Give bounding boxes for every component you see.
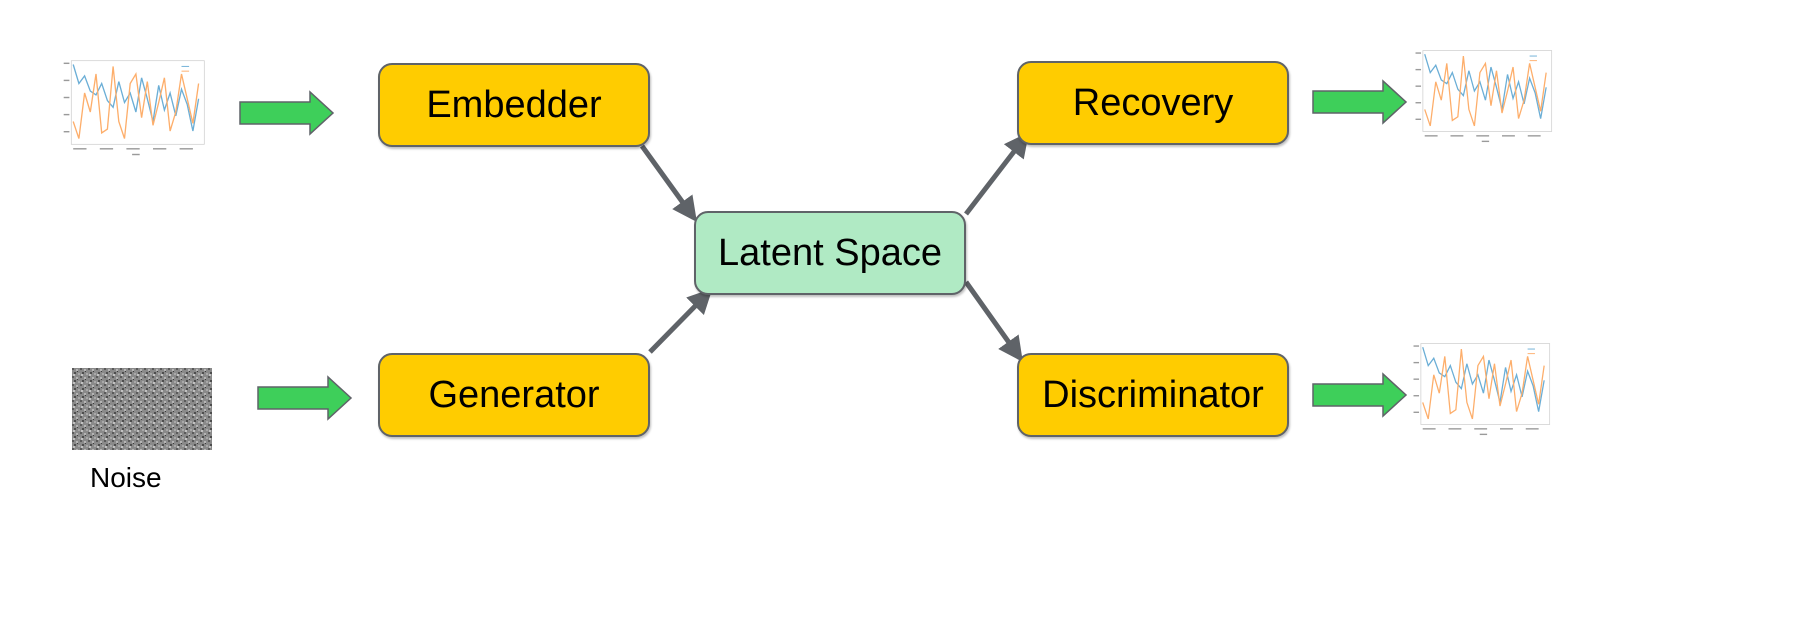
latent-to-recovery-connector — [964, 132, 1030, 216]
discriminator-output-arrow-icon — [1312, 372, 1408, 418]
recovery-output-arrow-icon — [1312, 79, 1408, 125]
input-arrow-icon — [239, 90, 335, 136]
generator-to-latent-connector — [648, 288, 713, 354]
noise-image-icon — [72, 368, 212, 450]
discriminator-label: Discriminator — [1042, 373, 1264, 416]
input-timeseries-chart-icon — [57, 54, 211, 161]
noise-arrow-icon — [257, 375, 353, 421]
recovery-output-chart-icon — [1409, 44, 1558, 147]
generator-label: Generator — [428, 373, 600, 416]
latent-to-discriminator-connector — [963, 280, 1023, 363]
recovery-node: Recovery — [1017, 61, 1289, 145]
latent-space-label: Latent Space — [718, 231, 942, 274]
discriminator-output-chart-icon — [1407, 337, 1556, 440]
embedder-to-latent-connector — [639, 144, 697, 223]
noise-label: Noise — [90, 462, 162, 493]
latent-space-node: Latent Space — [694, 211, 966, 295]
embedder-node: Embedder — [378, 63, 650, 147]
recovery-label: Recovery — [1072, 81, 1234, 124]
embedder-label: Embedder — [426, 83, 602, 126]
generator-node: Generator — [378, 353, 650, 437]
discriminator-node: Discriminator — [1017, 353, 1289, 437]
